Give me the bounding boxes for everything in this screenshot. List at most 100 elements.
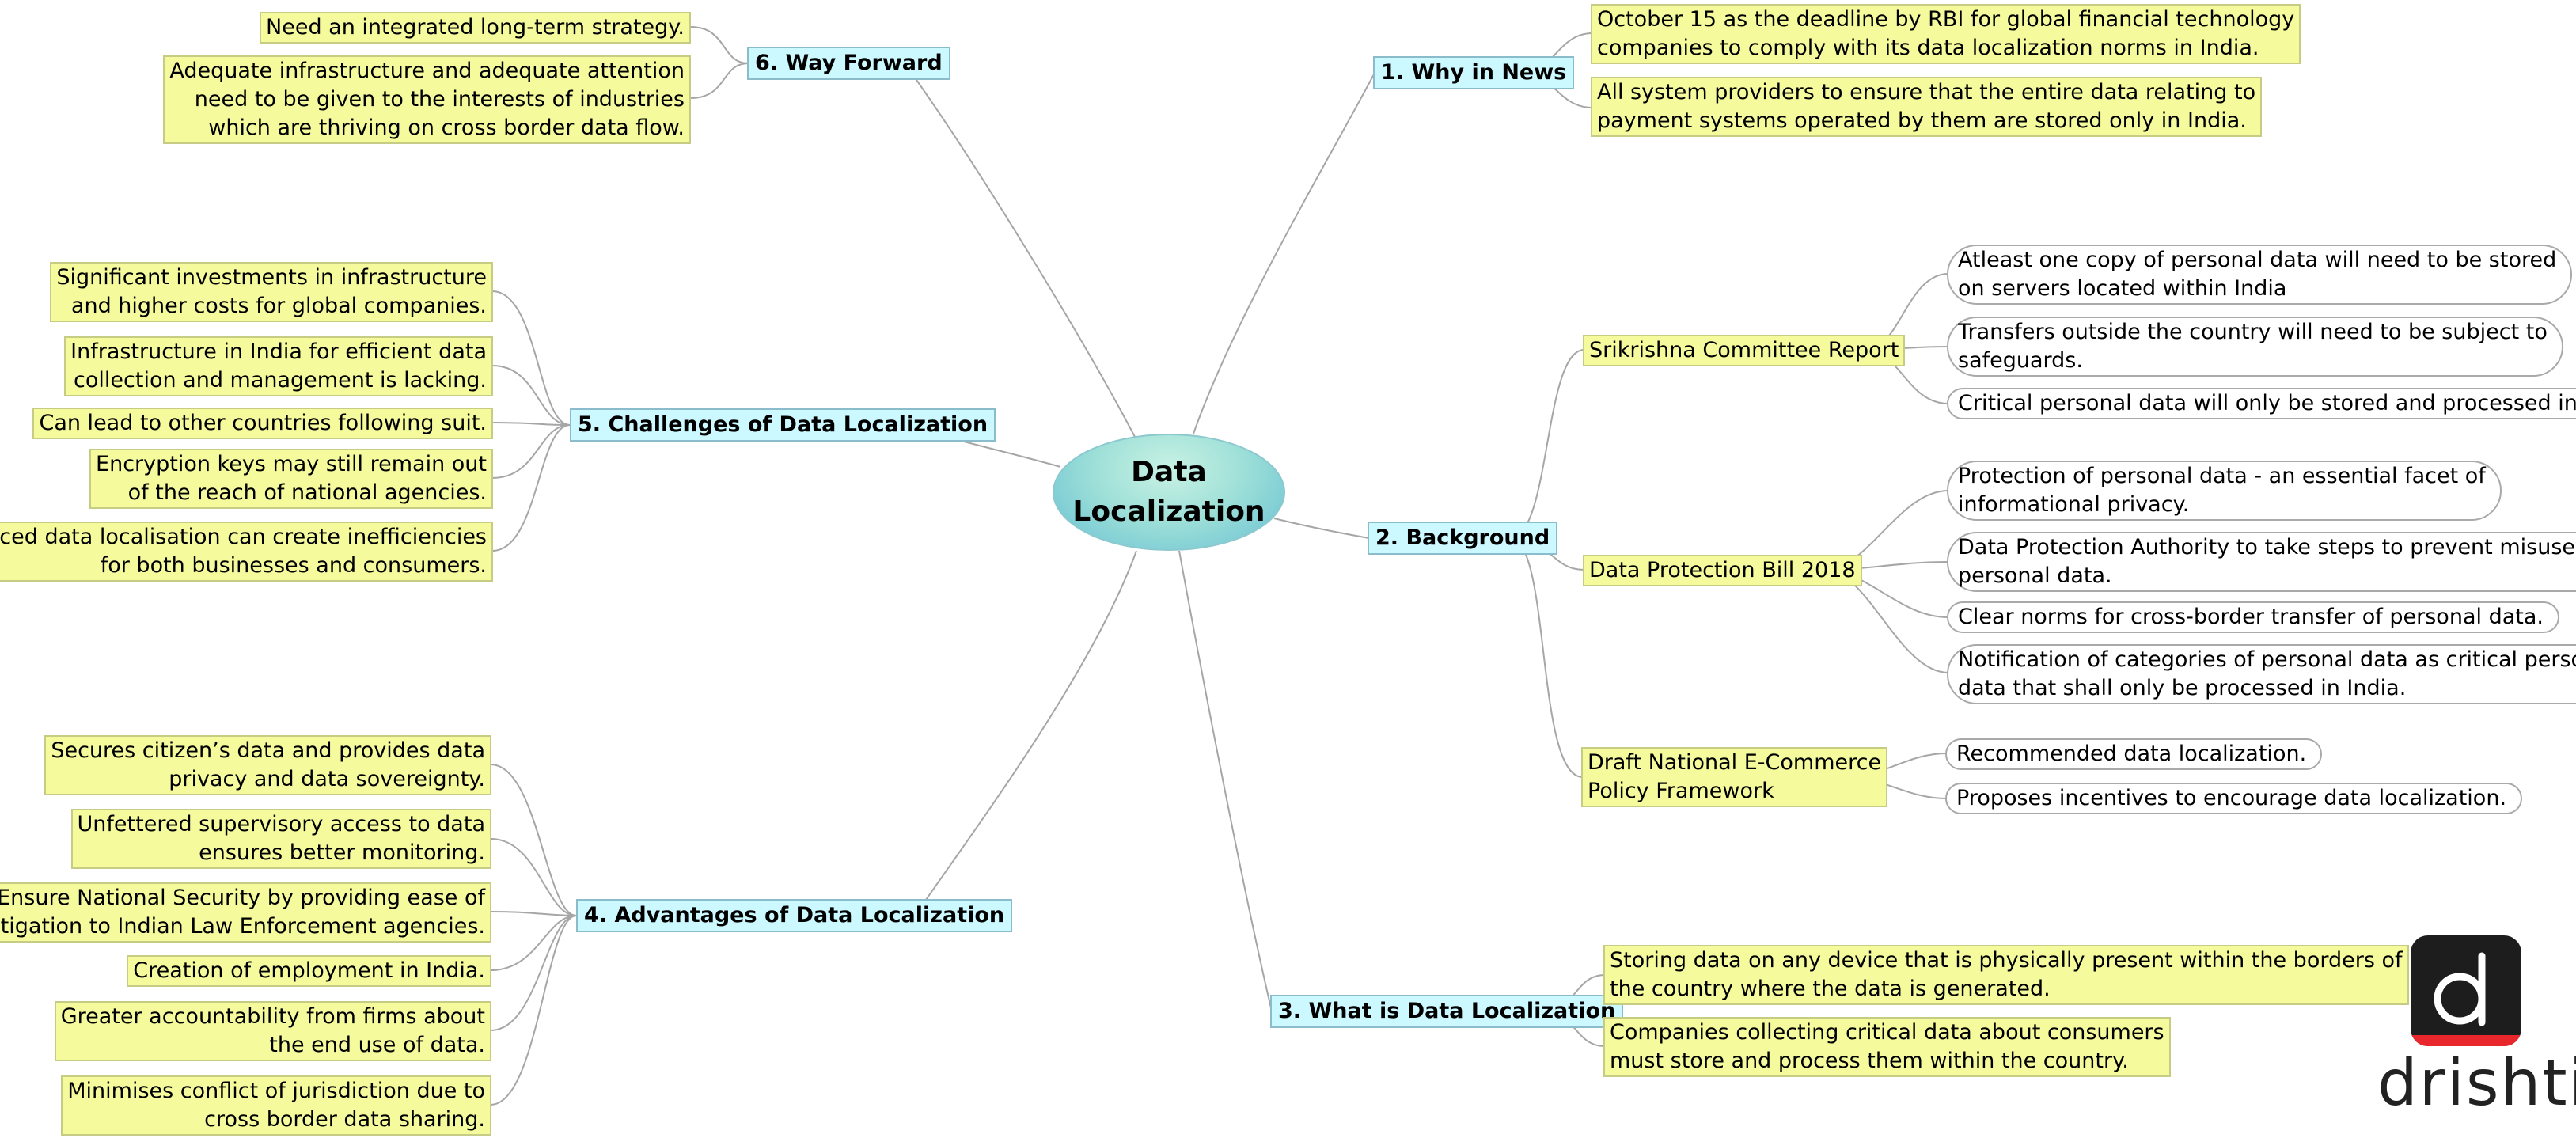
why-note[interactable]: All system providers to ensure that the … [1591,77,2263,137]
note-line: Encryption keys may still remain out [96,452,487,476]
note-line: Adequate infrastructure and adequate att… [169,59,685,83]
branch-advantages[interactable]: 4. Advantages of Data Localization [576,899,1013,932]
note-line: Infrastructure in India for efficient da… [70,340,487,364]
note-line: and higher costs for global companies. [70,294,487,318]
bill-item[interactable]: Notification of categories of personal d… [1947,644,2576,704]
drishti-d-logo-icon [2411,935,2521,1046]
connector [1273,518,1370,539]
connector [490,911,577,916]
note-line: Need an integrated long-term strategy. [266,15,685,40]
bill-item[interactable]: Clear norms for cross-border transfer of… [1947,601,2559,633]
connector [491,365,571,426]
connector [1193,72,1375,434]
item-line: Proposes incentives to encourage data lo… [1956,786,2507,810]
srikrishna-item[interactable]: Critical personal data will only be stor… [1947,388,2576,419]
note-line: Secures citizen’s data and provides data [51,738,485,763]
advantage-note[interactable]: Unfettered supervisory access to data en… [70,809,491,869]
ecommerce-item[interactable]: Proposes incentives to encourage data lo… [1945,783,2523,814]
item-line: Atleast one copy of personal data will n… [1958,248,2557,272]
connector [914,550,1137,916]
note-line: companies to comply with its data locali… [1597,36,2259,60]
branch-what-is-data-localization[interactable]: 3. What is Data Localization [1270,995,1624,1028]
connector [1178,550,1273,1012]
bill-item[interactable]: Data Protection Authority to take steps … [1947,532,2576,592]
advantage-note[interactable]: Ensure National Security by providing ea… [0,882,491,943]
note-line: Storing data on any device that is physi… [1610,948,2403,973]
challenge-note[interactable]: Significant investments in infrastructur… [50,262,493,322]
note-line: must store and process them within the c… [1610,1049,2129,1073]
item-line: personal data. [1958,563,2112,588]
note-line: Can lead to other countries following su… [39,411,487,435]
note-line: All system providers to ensure that the … [1597,80,2256,104]
note-line: cross border data sharing. [204,1107,485,1132]
why-note[interactable]: October 15 as the deadline by RBI for gl… [1591,4,2301,64]
note-line: Ensure National Security by providing ea… [0,886,485,910]
challenge-note[interactable]: Forced data localisation can create inef… [0,522,493,582]
note-line: Companies collecting critical data about… [1610,1020,2164,1045]
srikrishna-item[interactable]: Transfers outside the country will need … [1947,317,2563,377]
logo-text: drishti [2377,1046,2576,1120]
note-line: Policy Framework [1588,779,1774,803]
item-line: Recommended data localization. [1956,742,2307,766]
note-line: Forced data localisation can create inef… [0,525,487,549]
central-topic-line: Localization [1072,495,1265,528]
connector [491,290,571,426]
srikrishna-item[interactable]: Atleast one copy of personal data will n… [1947,245,2573,305]
note-line: privacy and data sovereignty. [169,767,485,791]
note-line: investigation to Indian Law Enforcement … [0,914,485,939]
data-protection-bill-2018[interactable]: Data Protection Bill 2018 [1583,555,1862,586]
note-line: Draft National E-Commerce [1588,750,1882,775]
advantage-note[interactable]: Minimises conflict of jurisdiction due t… [61,1075,491,1136]
item-line: data that shall only be processed in Ind… [1958,676,2407,700]
connector [490,915,577,1031]
connector [491,422,571,426]
note-line: need to be given to the interests of ind… [194,87,685,112]
note-line: payment systems operated by them are sto… [1597,108,2247,133]
what-note[interactable]: Storing data on any device that is physi… [1603,945,2409,1005]
draft-ecommerce-policy[interactable]: Draft National E-Commerce Policy Framewo… [1581,747,1888,807]
note-line: the country where the data is generated. [1610,977,2051,1001]
what-note[interactable]: Companies collecting critical data about… [1603,1017,2171,1077]
item-line: Data Protection Authority to take steps … [1958,535,2576,560]
connector [490,915,577,1106]
advantage-note[interactable]: Greater accountability from firms about … [54,1001,491,1061]
connector [1509,349,1585,539]
item-line: Transfers outside the country will need … [1958,320,2548,344]
ecommerce-item[interactable]: Recommended data localization. [1945,738,2323,770]
connector [490,764,577,916]
bill-item[interactable]: Protection of personal data - an essenti… [1947,461,2502,521]
note-line: Minimises conflict of jurisdiction due t… [67,1079,485,1103]
connector [490,915,577,971]
srikrishna-committee-report[interactable]: Srikrishna Committee Report [1583,335,1906,366]
item-line: Clear norms for cross-border transfer of… [1958,605,2544,629]
item-line: on servers located within India [1958,276,2287,301]
branch-way-forward[interactable]: 6. Way Forward [747,47,950,80]
branch-why-in-news[interactable]: 1. Why in News [1373,56,1575,89]
note-line: October 15 as the deadline by RBI for gl… [1597,7,2295,32]
item-line: Critical personal data will only be stor… [1958,391,2576,415]
note-line: which are thriving on cross border data … [208,116,685,140]
note-line: for both businesses and consumers. [100,553,487,578]
challenge-note[interactable]: Infrastructure in India for efficient da… [64,336,493,396]
item-line: Protection of personal data - an essenti… [1958,464,2486,488]
forward-note[interactable]: Adequate infrastructure and adequate att… [163,55,691,144]
item-line: safeguards. [1958,348,2083,373]
connector [491,424,571,552]
note-line: the end use of data. [269,1033,485,1057]
challenge-note[interactable]: Can lead to other countries following su… [32,408,493,439]
challenge-note[interactable]: Encryption keys may still remain out of … [89,449,493,509]
connector [689,26,749,64]
note-line: Creation of employment in India. [133,958,485,983]
note-line: Greater accountability from firms about [60,1004,485,1029]
forward-note[interactable]: Need an integrated long-term strategy. [260,12,691,44]
note-line: Significant investments in infrastructur… [56,265,487,290]
branch-challenges[interactable]: 5. Challenges of Data Localization [570,408,996,442]
note-line: ensures better monitoring. [199,840,485,865]
advantage-note[interactable]: Secures citizen’s data and provides data… [44,735,491,795]
central-topic[interactable]: Data Localization [1053,434,1285,551]
note-line: collection and management is lacking. [74,368,487,393]
advantage-note[interactable]: Creation of employment in India. [127,955,491,987]
connector [1509,537,1584,778]
branch-background[interactable]: 2. Background [1368,522,1558,555]
